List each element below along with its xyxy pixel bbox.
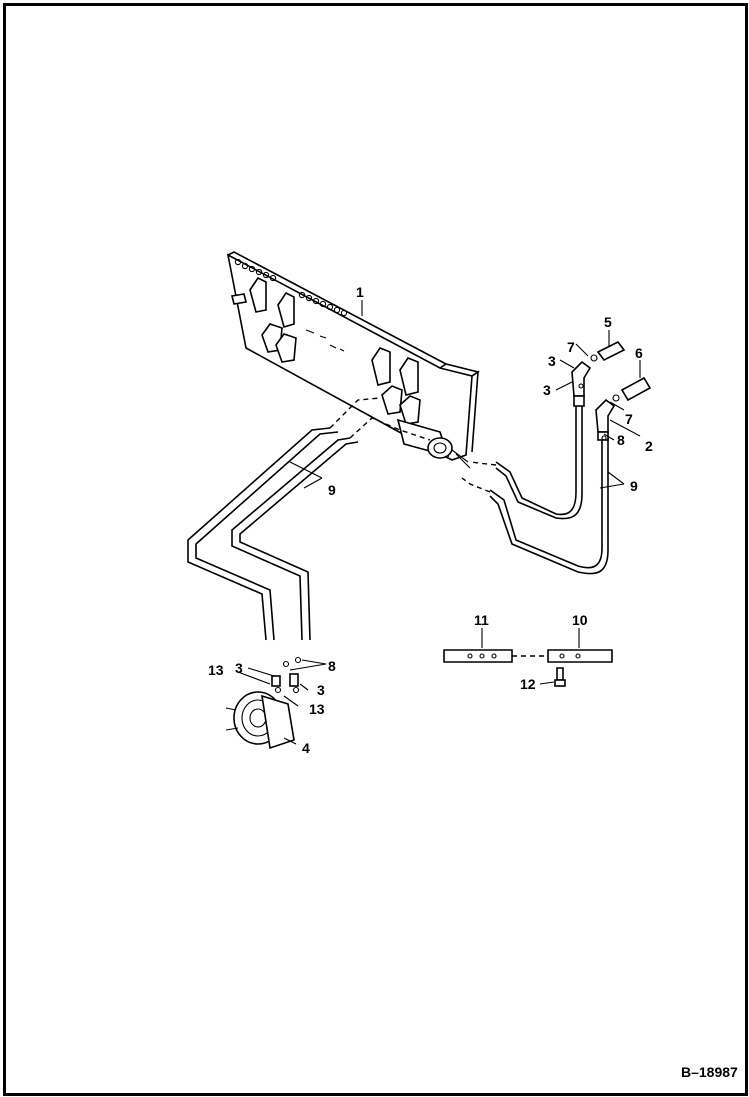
callout-9-left: 9 [328, 482, 336, 498]
motor-assembly [225, 656, 302, 750]
callout-8-left: 8 [328, 658, 336, 674]
callout-11: 11 [474, 612, 489, 628]
callout-1: 1 [356, 284, 364, 300]
callout-7-upper: 7 [567, 339, 575, 355]
callout-6: 6 [635, 345, 643, 361]
diagram-frame [3, 3, 748, 1096]
callout-13-upper: 13 [208, 662, 224, 678]
callout-3-lower-right: 3 [317, 682, 325, 698]
callout-3-middle: 3 [543, 382, 551, 398]
callout-4: 4 [302, 740, 310, 756]
callout-9-right: 9 [630, 478, 638, 494]
callout-2: 2 [645, 438, 653, 454]
bolt-row-middle [298, 291, 348, 317]
hose-right-pair [461, 402, 609, 575]
callout-5: 5 [604, 314, 612, 330]
callout-12: 12 [520, 676, 536, 692]
callout-3-lower-left: 3 [235, 660, 243, 676]
callout-10: 10 [572, 612, 588, 628]
drawing-reference: B–18987 [681, 1064, 738, 1080]
mounting-plate [226, 251, 480, 469]
right-fittings [571, 340, 652, 441]
leader-lines [237, 300, 641, 745]
callouts: 1 2 3 3 3 3 4 5 6 7 7 8 8 9 9 10 11 12 1… [208, 284, 653, 756]
bolt-row-left [234, 258, 277, 282]
callout-3-upper: 3 [548, 353, 556, 369]
hose-guide [443, 649, 613, 687]
callout-13-lower: 13 [309, 701, 325, 717]
callout-7-lower: 7 [625, 411, 633, 427]
hose-left-pair [187, 397, 431, 641]
callout-8-right: 8 [617, 432, 625, 448]
